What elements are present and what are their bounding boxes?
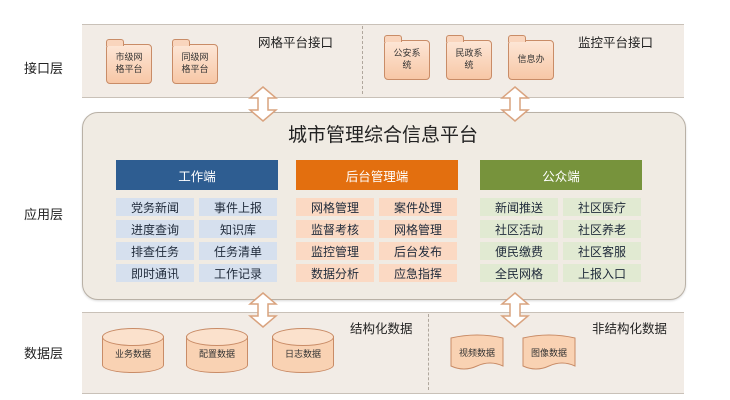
doc-label: 市级网格平台 — [115, 53, 143, 75]
data-layer-band — [82, 312, 684, 394]
business-data-cylinder: 业务数据 — [102, 328, 164, 373]
function-cell: 事件上报 — [199, 198, 277, 216]
function-cell: 全民网格 — [480, 264, 558, 282]
function-cell: 社区活动 — [480, 220, 558, 238]
function-cell: 应急指挥 — [379, 264, 457, 282]
double-arrow-icon — [248, 86, 278, 122]
peer-grid-platform-doc: 同级网格平台 — [172, 39, 218, 84]
function-cell: 社区医疗 — [563, 198, 641, 216]
double-arrow-icon — [248, 292, 278, 328]
doc-label: 公安系统 — [393, 49, 421, 71]
function-cell: 数据分析 — [296, 264, 374, 282]
video-data-shape: 视频数据 — [450, 334, 504, 374]
config-data-cylinder: 配置数据 — [186, 328, 248, 373]
function-cell: 工作记录 — [199, 264, 277, 282]
function-cell: 网格管理 — [296, 198, 374, 216]
doc-label: 同级网格平台 — [181, 53, 209, 75]
cylinder-label: 日志数据 — [284, 350, 321, 360]
function-cell: 社区养老 — [563, 220, 641, 238]
unstructured-data-title: 非结构化数据 — [592, 321, 668, 336]
admin-client-header: 后台管理端 — [296, 160, 458, 190]
function-cell: 知识库 — [199, 220, 277, 238]
image-data-shape: 图像数据 — [522, 334, 576, 374]
public-client-header: 公众端 — [480, 160, 642, 190]
function-cell: 即时通讯 — [116, 264, 194, 282]
function-cell: 排查任务 — [116, 242, 194, 260]
function-cell: 进度查询 — [116, 220, 194, 238]
platform-title: 城市管理综合信息平台 — [287, 124, 478, 146]
function-cell: 便民缴费 — [480, 242, 558, 260]
function-cell: 后台发布 — [379, 242, 457, 260]
cylinder-label: 配置数据 — [198, 350, 235, 360]
double-arrow-icon — [500, 86, 530, 122]
log-data-cylinder: 日志数据 — [272, 328, 334, 373]
interface-divider — [362, 26, 363, 94]
city-grid-platform-doc: 市级网格平台 — [106, 39, 152, 84]
function-cell: 党务新闻 — [116, 198, 194, 216]
doc-label: 民政系统 — [455, 49, 483, 71]
function-cell: 监督考核 — [296, 220, 374, 238]
function-cell: 监控管理 — [296, 242, 374, 260]
structured-data-title: 结构化数据 — [350, 321, 413, 336]
interface-layer-label: 接口层 — [24, 62, 64, 77]
double-arrow-icon — [500, 292, 530, 328]
monitor-platform-interface-title: 监控平台接口 — [578, 35, 654, 50]
data-layer-label: 数据层 — [24, 347, 64, 362]
public-security-system-doc: 公安系统 — [384, 35, 430, 80]
data-divider — [428, 314, 429, 390]
information-office-doc: 信息办 — [508, 35, 554, 80]
function-cell: 任务清单 — [199, 242, 277, 260]
shape-label: 图像数据 — [530, 349, 567, 359]
civil-affairs-system-doc: 民政系统 — [446, 35, 492, 80]
function-cell: 上报入口 — [563, 264, 641, 282]
function-cell: 案件处理 — [379, 198, 457, 216]
function-cell: 新闻推送 — [480, 198, 558, 216]
application-layer-label: 应用层 — [24, 208, 64, 223]
doc-label: 信息办 — [517, 55, 545, 65]
shape-label: 视频数据 — [458, 349, 495, 359]
work-client-header: 工作端 — [116, 160, 278, 190]
cylinder-label: 业务数据 — [114, 350, 151, 360]
grid-platform-interface-title: 网格平台接口 — [258, 35, 334, 50]
function-cell: 社区客服 — [563, 242, 641, 260]
function-cell: 网格管理 — [379, 220, 457, 238]
